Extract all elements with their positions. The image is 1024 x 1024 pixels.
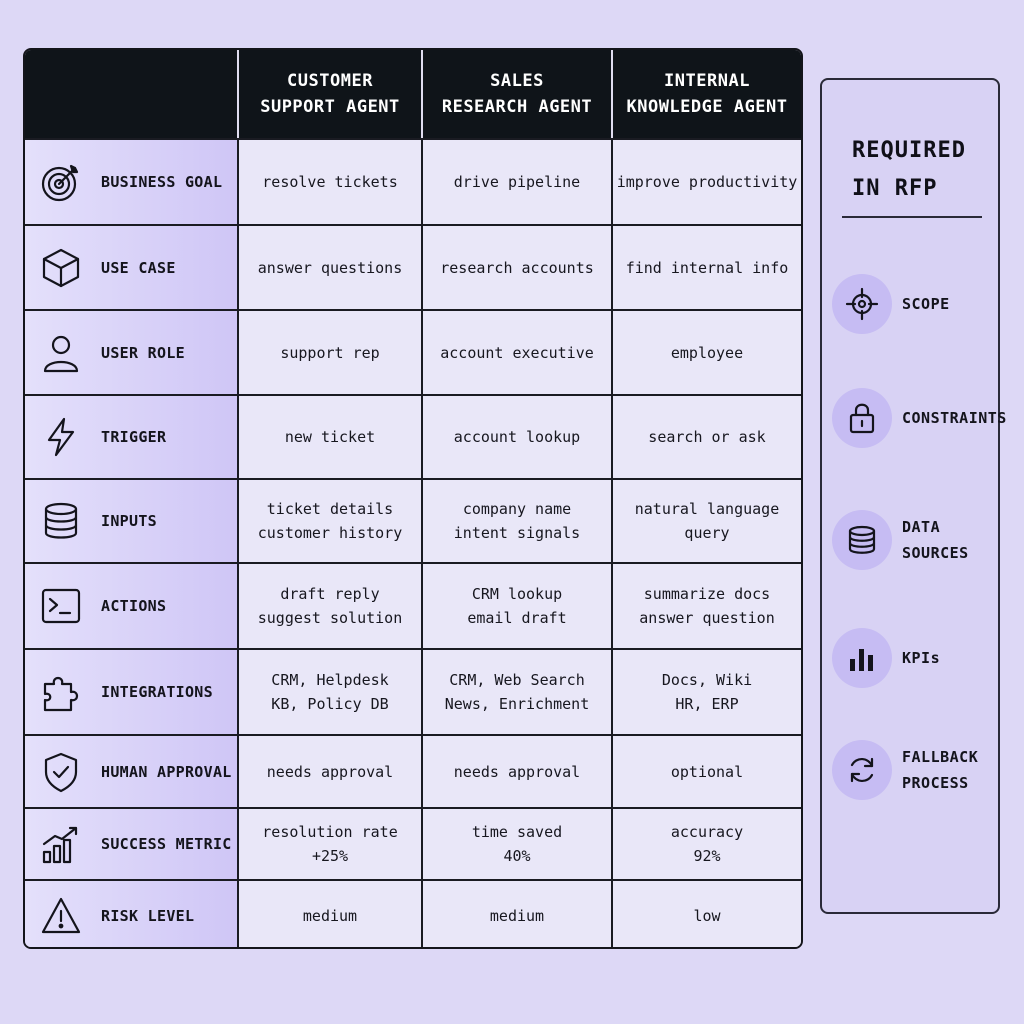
table-cell: natural language query xyxy=(611,480,801,562)
row-header: SUCCESS METRIC xyxy=(25,809,237,879)
row-header: BUSINESS GOAL xyxy=(25,140,237,224)
rfp-item-label: SCOPE xyxy=(902,295,950,313)
user-icon xyxy=(39,331,83,375)
rfp-item-label: FALLBACK PROCESS xyxy=(902,748,979,792)
row-header: INPUTS xyxy=(25,480,237,562)
database-icon xyxy=(39,499,83,543)
row-label: USER ROLE xyxy=(101,343,185,362)
lock-icon xyxy=(832,388,892,448)
table-cell: medium xyxy=(237,881,421,947)
row-header: INTEGRATIONS xyxy=(25,650,237,734)
rfp-item: SCOPE xyxy=(832,272,1002,336)
row-header: RISK LEVEL xyxy=(25,881,237,947)
warning-icon xyxy=(39,894,83,938)
rfp-item: KPIs xyxy=(832,626,1002,690)
row-label: ACTIONS xyxy=(101,597,167,615)
table-cell: draft reply suggest solution xyxy=(237,564,421,648)
table-cell: answer questions xyxy=(237,226,421,309)
table-cell: resolution rate +25% xyxy=(237,809,421,879)
row-header: HUMAN APPROVAL xyxy=(25,736,237,807)
table-row: SUCCESS METRIC resolution rate +25%time s… xyxy=(25,807,801,879)
row-label: INTEGRATIONS xyxy=(101,683,213,701)
table-cell: research accounts xyxy=(421,226,611,309)
row-label: INPUTS xyxy=(101,512,157,530)
rfp-item: DATA SOURCES xyxy=(832,508,1002,572)
row-label: SUCCESS METRIC xyxy=(101,835,232,853)
table-cell: low xyxy=(611,881,801,947)
cube-icon xyxy=(39,246,83,290)
row-label: BUSINESS GOAL xyxy=(101,173,223,191)
table-cell: company name intent signals xyxy=(421,480,611,562)
table-cell: resolve tickets xyxy=(237,140,421,224)
refresh-icon xyxy=(832,740,892,800)
row-label: RISK LEVEL xyxy=(101,907,195,925)
table-header: CUSTOMER SUPPORT AGENT SALES RESEARCH AG… xyxy=(25,50,801,138)
table-cell: employee xyxy=(611,311,801,394)
agent-comparison-table: CUSTOMER SUPPORT AGENT SALES RESEARCH AG… xyxy=(23,48,803,949)
rfp-item-label: KPIs xyxy=(902,649,941,667)
table-cell: CRM, Web Search News, Enrichment xyxy=(421,650,611,734)
table-cell: summarize docs answer question xyxy=(611,564,801,648)
panel-title: REQUIRED IN RFP xyxy=(852,138,966,201)
table-cell: Docs, Wiki HR, ERP xyxy=(611,650,801,734)
row-header: USE CASE xyxy=(25,226,237,309)
target-icon xyxy=(39,160,83,204)
table-cell: search or ask xyxy=(611,396,801,478)
row-label: TRIGGER xyxy=(101,428,167,446)
crosshair-icon xyxy=(832,274,892,334)
table-cell: medium xyxy=(421,881,611,947)
rfp-item-label: CONSTRAINTS xyxy=(902,409,1007,427)
required-in-rfp-panel: REQUIRED IN RFP SCOPE CONSTRAINTS DATA SOU… xyxy=(820,78,1006,914)
table-cell: time saved 40% xyxy=(421,809,611,879)
table-cell: support rep xyxy=(237,311,421,394)
table-cell: CRM, Helpdesk KB, Policy DB xyxy=(237,650,421,734)
terminal-icon xyxy=(39,584,83,628)
puzzle-icon xyxy=(39,670,83,714)
table-cell: optional xyxy=(611,736,801,807)
table-cell: new ticket xyxy=(237,396,421,478)
growth-chart-icon xyxy=(39,822,83,866)
lightning-icon xyxy=(39,415,83,459)
header-customer-support-agent: CUSTOMER SUPPORT AGENT xyxy=(237,50,421,138)
row-header: USER ROLE xyxy=(25,311,237,394)
rfp-item-label: DATA SOURCES xyxy=(902,518,969,562)
table-cell: CRM lookup email draft xyxy=(421,564,611,648)
rfp-item: FALLBACK PROCESS xyxy=(832,738,1002,802)
table-cell: needs approval xyxy=(237,736,421,807)
bar-chart-icon xyxy=(832,628,892,688)
rfp-item: CONSTRAINTS xyxy=(832,386,1006,450)
table-cell: improve productivity xyxy=(611,140,801,224)
panel-divider xyxy=(842,216,982,218)
row-label: HUMAN APPROVAL xyxy=(101,762,232,781)
header-corner xyxy=(25,50,237,138)
shield-check-icon xyxy=(39,750,83,794)
table-cell: needs approval xyxy=(421,736,611,807)
row-label: USE CASE xyxy=(101,258,176,277)
table-cell: account executive xyxy=(421,311,611,394)
row-header: ACTIONS xyxy=(25,564,237,648)
header-internal-knowledge-agent: INTERNAL KNOWLEDGE AGENT xyxy=(611,50,801,138)
table-cell: account lookup xyxy=(421,396,611,478)
table-cell: find internal info xyxy=(611,226,801,309)
header-sales-research-agent: SALES RESEARCH AGENT xyxy=(421,50,611,138)
row-header: TRIGGER xyxy=(25,396,237,478)
table-cell: accuracy 92% xyxy=(611,809,801,879)
table-cell: ticket details customer history xyxy=(237,480,421,562)
database-icon xyxy=(832,510,892,570)
table-cell: drive pipeline xyxy=(421,140,611,224)
